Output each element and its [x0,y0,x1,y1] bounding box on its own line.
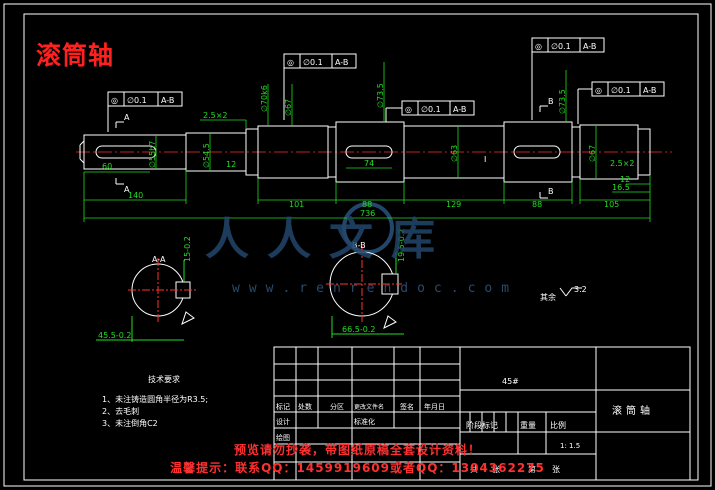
design-label: 设计 [276,417,290,426]
tech-note-2: 2、去毛刺 [102,406,139,416]
watermark-text: 人人文库 [205,214,453,265]
col-label-date: 年月日 [424,402,445,411]
dim-phi-e: ∅73.5 [376,83,385,108]
section-label-a-top: A [124,113,130,122]
dim-phi-a: ∅55h7 [148,141,157,168]
roughness-symbol-icon [559,287,582,297]
dim-129: 129 [446,200,461,209]
scale-value: 1: 1.5 [560,442,580,450]
gtol-left-value: ∅0.1 [127,96,147,105]
sheets-total-unit: 张 [492,465,500,474]
part-name: 滚筒轴 [612,404,654,417]
dim-736: 736 [360,209,375,218]
watermark-url: www.renrendoc.com [232,281,519,296]
scale-label: 比例 [550,420,566,430]
gtol-mid-datum: A-B [453,105,466,114]
section-a-a [96,258,196,342]
dim-88b: 88 [532,200,542,209]
tech-note-1: 1、未注铸造圆角半径为R3.5; [102,394,208,404]
concentricity-icon: ◎ [405,105,412,114]
tech-note-3: 3、未注倒角C2 [102,418,158,428]
standardize-label: 标准化 [354,417,375,426]
concentricity-icon: ◎ [287,58,294,67]
section-b-label: B-B [352,241,366,250]
drawing-label: 绘图 [276,433,290,442]
col-label-zone: 分区 [330,402,344,411]
dim-140: 140 [128,191,143,200]
gtol-frame-top-mid: ◎ ∅0.1 A-B [283,53,357,120]
gtol-top-right-value: ∅0.1 [551,42,571,51]
material-label: 45# [502,377,519,386]
title-block [273,346,691,481]
stage-label: 阶段标记 [466,420,498,430]
gtol-frame-left: ◎ ∅0.1 A-B [107,91,183,132]
col-label-mark: 标记 [276,402,290,411]
gtol-frame-mid: ◎ ∅0.1 A-B [385,100,475,122]
gtol-frame-right: ◎ ∅0.1 A-B [577,81,665,124]
dim-sec-a-width: 15-0.2 [183,236,192,262]
section-label-a-bottom: A [124,185,130,194]
shaft-outline [79,121,651,183]
dim-12-right: 12 [620,175,630,184]
detail-label-i: I [484,155,486,164]
dim-phi-b: ∅54.5 [202,143,211,168]
gtol-mid-value: ∅0.1 [421,105,441,114]
concentricity-icon: ◎ [595,86,602,95]
section-label-b-top: B [548,97,554,106]
dim-chamfer-left: 2.5×2 [203,111,228,120]
sheet-number-label: 第 [528,464,536,474]
drawing-title: 滚筒轴 [36,41,115,70]
diameter-leaders [155,62,597,178]
sheet-number-unit: 张 [552,465,560,474]
dim-60: 60 [102,162,112,171]
dim-16-5: 16.5 [612,183,630,192]
dim-12: 12 [226,160,236,169]
gtol-top-right-datum: A-B [583,42,596,51]
col-label-change-doc: 更改文件名 [354,403,384,411]
sheets-total-label: 共 [470,465,478,474]
gtol-right-datum: A-B [643,86,656,95]
dim-sec-b-depth: 66.5-0.2 [342,325,375,334]
col-label-count: 处数 [298,402,312,411]
dim-sec-a-depth: 45.5-0.2 [98,331,131,340]
dimension-lines [83,119,651,222]
dim-chamfer-right: 2.5×2 [610,159,635,168]
gtol-top-mid-value: ∅0.1 [303,58,323,67]
dim-phi-c: ∅70k6 [260,85,269,112]
dim-phi-g: ∅67 [588,145,597,162]
dim-phi-h: ∅73.5 [558,89,567,114]
section-markers [115,105,548,199]
gtol-right-value: ∅0.1 [611,86,631,95]
dim-phi-d: ∅67 [284,99,293,116]
dim-101: 101 [289,200,304,209]
dim-74: 74 [364,159,374,168]
dim-sec-b-width: 19.5-0.2 [397,229,406,262]
outer-frame [3,3,712,487]
roughness-rest-label: 其余 [540,292,556,302]
section-b-b [326,246,404,338]
concentricity-icon: ◎ [535,42,542,51]
weight-label: 重量 [520,420,536,430]
concentricity-icon: ◎ [111,96,118,105]
notice-line-1: 预览请勿抄袭，带图纸原稿全套设计资料！ [233,443,481,457]
watermark-logo-icon [342,202,394,254]
gtol-left-datum: A-B [161,96,174,105]
section-a-label: A-A [152,255,166,264]
gtol-frame-top-right: ◎ ∅0.1 A-B [531,37,605,120]
col-label-signature: 签名 [400,402,414,411]
dim-88a: 88 [362,200,372,209]
dim-phi-f: ∅63 [450,145,459,162]
notice-line-2: 温馨提示：联系QQ：1459919609或者QQ：1304362275 [170,461,545,475]
gtol-top-mid-datum: A-B [335,58,348,67]
section-label-b-bottom: B [548,187,554,196]
tech-notes-heading: 技术要求 [148,374,180,384]
roughness-value: 3.2 [574,285,587,294]
dim-105: 105 [604,200,619,209]
